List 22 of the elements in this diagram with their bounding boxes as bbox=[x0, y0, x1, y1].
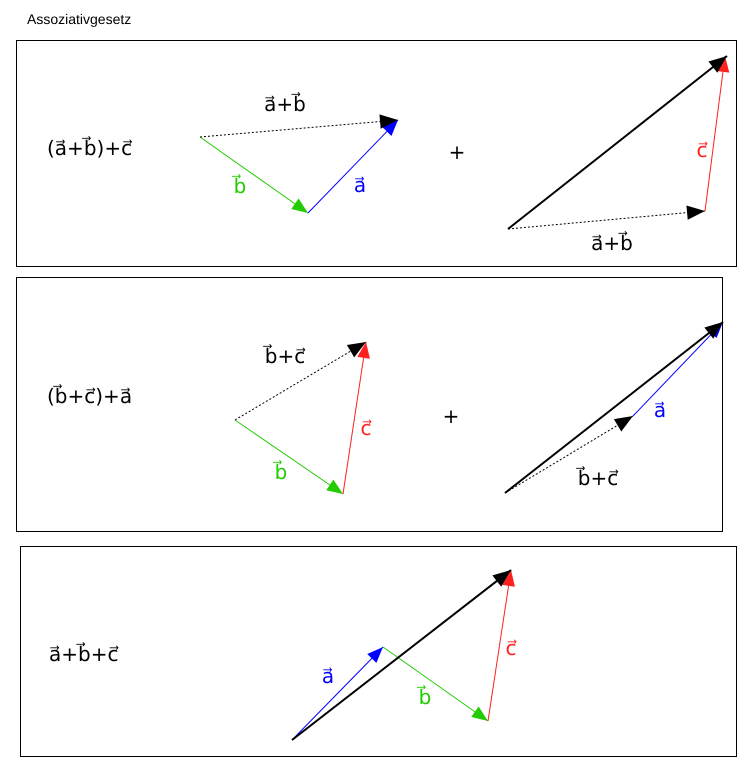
panel bbox=[20, 546, 737, 757]
vector-label: c⃗ bbox=[360, 418, 372, 438]
formula: (a⃗+b⃗)+c⃗ bbox=[47, 135, 132, 162]
vector-label: + bbox=[442, 406, 460, 426]
sum-label: b⃗+c⃗ bbox=[578, 468, 618, 488]
vector-label: c⃗ bbox=[696, 140, 708, 160]
vector-label: a⃗ bbox=[654, 400, 666, 420]
vector-label: c⃗ bbox=[506, 638, 516, 658]
title: Assoziativgesetz bbox=[27, 10, 132, 29]
sum-label: b⃗+c⃗ bbox=[264, 346, 306, 366]
vector-label: b⃗ bbox=[234, 176, 246, 196]
vector-label: a⃗ bbox=[354, 175, 366, 195]
panel bbox=[16, 40, 737, 267]
vector-label: + bbox=[448, 142, 466, 162]
vector-label: b⃗ bbox=[274, 462, 288, 482]
vector-label: b⃗ bbox=[418, 687, 432, 707]
formula: (b⃗+c⃗)+a⃗ bbox=[47, 383, 132, 410]
formula: a⃗+b⃗+c⃗ bbox=[49, 641, 118, 668]
sum-label: a⃗+b⃗ bbox=[591, 233, 633, 253]
vector-label: a⃗ bbox=[322, 666, 334, 686]
panel bbox=[16, 277, 723, 532]
sum-label: a⃗+b⃗ bbox=[264, 94, 306, 114]
